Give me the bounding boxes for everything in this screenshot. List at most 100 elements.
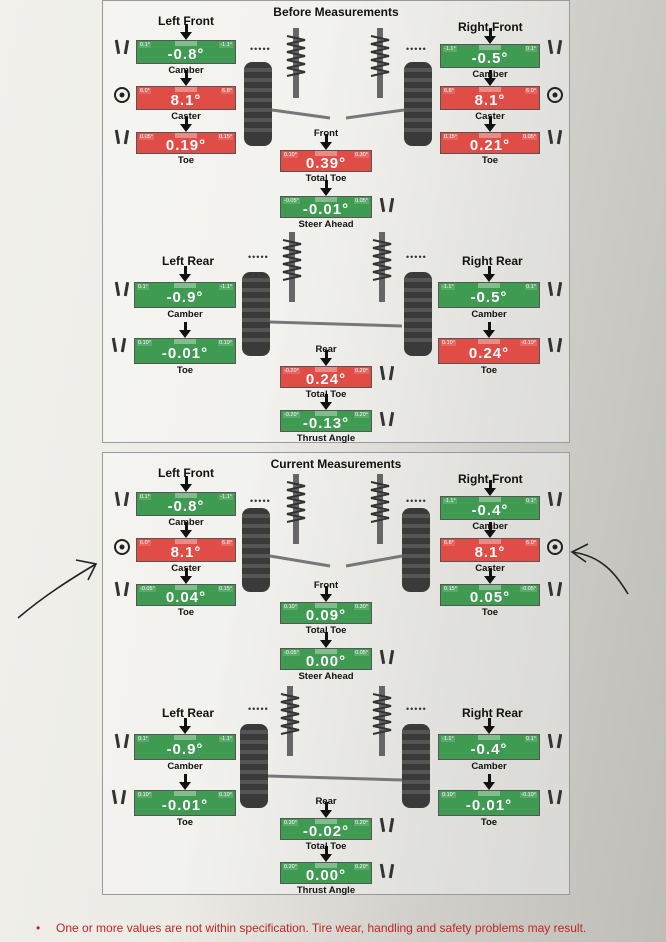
target-notch bbox=[479, 585, 501, 590]
measured-value: 8.1° bbox=[474, 543, 506, 561]
measured-value: 0.05° bbox=[469, 588, 511, 606]
gauge-label: Thrust Angle bbox=[296, 885, 356, 896]
separator-dots: ••••• bbox=[248, 252, 269, 262]
camber-icon bbox=[547, 491, 563, 507]
spec-min: 0.10° bbox=[441, 340, 456, 346]
target-notch bbox=[174, 791, 196, 796]
target-notch bbox=[174, 339, 196, 344]
gauge-label: Toe bbox=[480, 817, 498, 828]
indicator-arrow bbox=[180, 476, 192, 492]
measurement-gauge: 0.15°-0.05°0.05° bbox=[440, 584, 540, 606]
measurement-gauge: -1.1°0.1°-0.5° bbox=[440, 44, 540, 68]
target-notch bbox=[315, 197, 337, 202]
toe-icon bbox=[111, 337, 127, 353]
spec-min: -0.20° bbox=[283, 412, 300, 418]
target-notch bbox=[175, 87, 197, 92]
measurement-gauge: -0.20° 0.20° 0.24° bbox=[280, 366, 372, 388]
spec-min: 0.1° bbox=[137, 284, 149, 290]
spec-max: -0.10° bbox=[520, 340, 537, 346]
spec-min: -0.05° bbox=[139, 586, 156, 592]
target-notch bbox=[315, 819, 337, 824]
spec-min: -0.20° bbox=[283, 368, 300, 374]
spec-max: 0.20° bbox=[354, 864, 369, 870]
measurement-gauge: 0.10°0.10°-0.01° bbox=[134, 790, 236, 816]
measured-value: 0.24° bbox=[305, 370, 347, 388]
measured-value: 0.39° bbox=[305, 154, 347, 172]
panel-title: Before Measurements bbox=[273, 5, 399, 19]
indicator-arrow bbox=[483, 322, 495, 338]
spec-max: 0.30° bbox=[354, 152, 369, 158]
target-notch bbox=[478, 735, 500, 740]
indicator-arrow bbox=[179, 322, 191, 338]
corner-heading: Left Rear bbox=[162, 254, 215, 268]
measured-value: -0.5° bbox=[471, 49, 509, 67]
measurement-gauge: 0.20°0.20°-0.02° bbox=[280, 818, 372, 840]
front-axle-heading: Front bbox=[313, 580, 339, 591]
toe-icon bbox=[111, 789, 127, 805]
indicator-arrow bbox=[320, 846, 332, 862]
spec-min: 6.8° bbox=[443, 88, 455, 94]
measured-value: 0.00° bbox=[305, 866, 347, 884]
measured-value: -0.4° bbox=[470, 740, 508, 758]
indicator-arrow bbox=[320, 632, 332, 648]
target-notch bbox=[478, 791, 500, 796]
indicator-arrow bbox=[483, 774, 495, 790]
indicator-arrow bbox=[179, 774, 191, 790]
target-notch bbox=[175, 493, 197, 498]
spec-min: 0.15° bbox=[443, 134, 458, 140]
wheel-icon bbox=[114, 539, 130, 555]
spec-min: -0.05° bbox=[283, 198, 300, 204]
spec-max: 0.20° bbox=[354, 820, 369, 826]
toe-icon bbox=[379, 817, 395, 833]
spec-min: 6.0° bbox=[139, 540, 151, 546]
spec-max: 0.20° bbox=[354, 368, 369, 374]
measured-value: -0.01° bbox=[465, 796, 513, 814]
measurement-gauge: -1.1°0.1°-0.4° bbox=[438, 734, 540, 760]
gauge-label: Toe bbox=[176, 817, 194, 828]
target-notch bbox=[175, 585, 197, 590]
rear-axle-heading: Rear bbox=[315, 344, 337, 355]
separator-dots: ••••• bbox=[250, 44, 271, 54]
toe-icon bbox=[547, 337, 563, 353]
target-notch bbox=[479, 87, 501, 92]
spec-max: -1.1° bbox=[219, 284, 233, 290]
target-notch bbox=[479, 497, 501, 502]
toe-icon bbox=[114, 129, 130, 145]
spec-max: 6.0° bbox=[525, 88, 537, 94]
spec-max: 0.20° bbox=[354, 412, 369, 418]
spec-min: 0.10° bbox=[441, 792, 456, 798]
measured-value: 0.04° bbox=[165, 588, 207, 606]
measurement-gauge: 6.8°6.0°8.1° bbox=[440, 86, 540, 110]
indicator-arrow bbox=[484, 568, 496, 584]
measured-value: -0.01° bbox=[161, 344, 209, 362]
indicator-arrow bbox=[180, 568, 192, 584]
corner-heading: Right Front bbox=[458, 20, 523, 34]
indicator-arrow bbox=[483, 266, 495, 282]
indicator-arrow bbox=[180, 116, 192, 132]
target-notch bbox=[315, 649, 337, 654]
measured-value: 0.24° bbox=[468, 344, 510, 362]
camber-icon bbox=[547, 733, 563, 749]
gauge-label: Total Toe bbox=[305, 625, 347, 636]
corner-heading: Right Front bbox=[458, 472, 523, 486]
measured-value: 0.21° bbox=[469, 136, 511, 154]
handwritten-arrow-right bbox=[570, 543, 629, 595]
measured-value: 0.19° bbox=[165, 136, 207, 154]
measurement-gauge: 0.10°0.10°-0.01° bbox=[134, 338, 236, 364]
gauge-label: Camber bbox=[167, 309, 203, 320]
spec-min: 6.0° bbox=[139, 88, 151, 94]
indicator-arrow bbox=[484, 480, 496, 496]
separator-dots: ••••• bbox=[406, 496, 427, 506]
target-notch bbox=[479, 45, 501, 50]
spec-min: 0.1° bbox=[137, 736, 149, 742]
spec-max: 0.10° bbox=[218, 340, 233, 346]
spec-max: 0.05° bbox=[354, 198, 369, 204]
measurement-gauge: -0.05°0.15°0.04° bbox=[136, 584, 236, 606]
toe-icon bbox=[379, 411, 395, 427]
spec-min: 0.05° bbox=[139, 134, 154, 140]
camber-icon bbox=[547, 39, 563, 55]
spec-max: -0.10° bbox=[520, 792, 537, 798]
wheel-icon bbox=[547, 539, 563, 555]
indicator-arrow bbox=[180, 70, 192, 86]
indicator-arrow bbox=[320, 350, 332, 366]
